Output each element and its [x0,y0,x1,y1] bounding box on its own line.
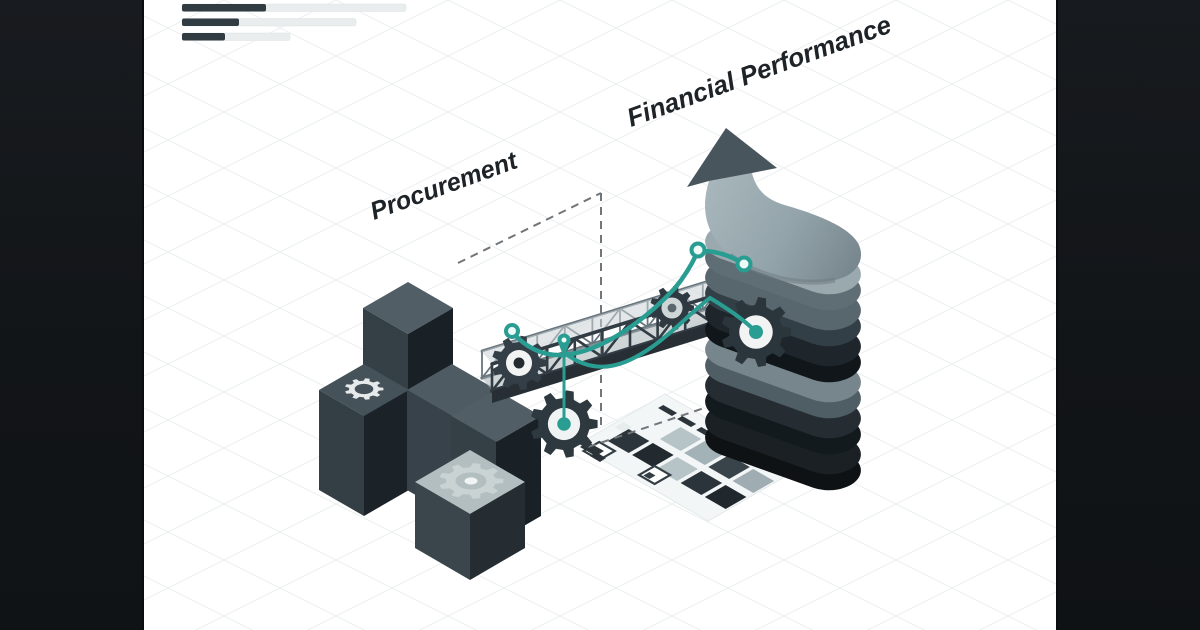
progress-bar [181,3,407,12]
dashed-diagonal-guide [457,192,602,264]
gear-icon [721,297,791,367]
arrow-head [687,128,777,187]
progress-bar [181,32,291,41]
progress-bar [181,18,357,27]
gear-icon [531,390,598,458]
panel-icon-tile [636,464,673,486]
gear-icon [439,463,504,499]
gear-icon [345,378,384,400]
node-icon [504,241,753,347]
bridge-deck [492,306,768,403]
cube-cluster [319,282,541,580]
grid-floor [142,0,1058,630]
right-dark-panel [1056,0,1200,630]
left-dark-panel [0,0,144,630]
